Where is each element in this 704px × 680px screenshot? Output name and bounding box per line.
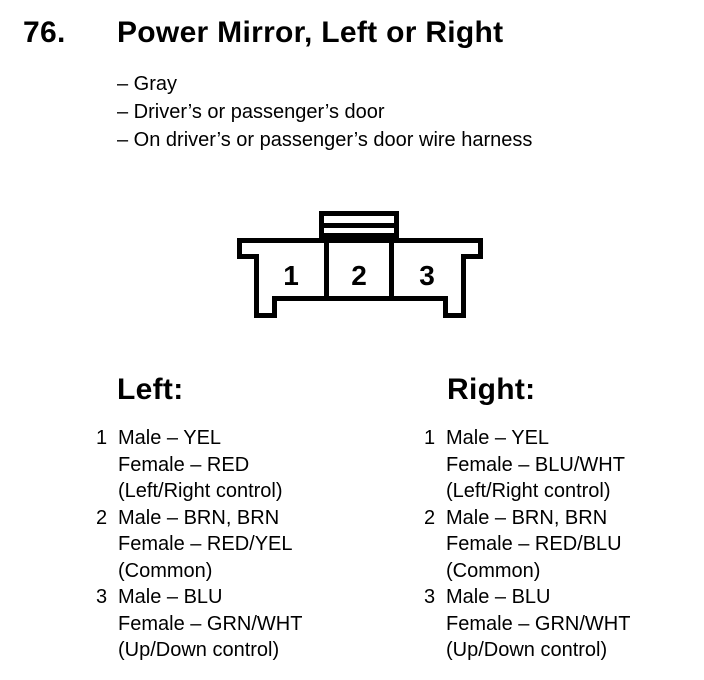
female-wire-color: Female – GRN/WHT <box>118 612 303 635</box>
pin-function: (Common) <box>446 559 541 582</box>
pin-function: (Left/Right control) <box>118 480 283 502</box>
male-wire-color: Male – YEL <box>118 427 222 449</box>
note-line: – On driver’s or passenger’s door wire h… <box>117 129 533 151</box>
pin-number: 2 <box>96 506 108 529</box>
female-wire-color: Female – RED/BLU <box>446 533 622 555</box>
pin-number: 1 <box>96 427 108 449</box>
connector-diagram: 1 2 3 <box>237 211 483 318</box>
section-number: 76. <box>23 16 66 49</box>
male-wire-color: Male – BRN, BRN <box>118 506 280 529</box>
note-line: – Driver’s or passenger’s door <box>117 101 385 123</box>
section-heading: 76. Power Mirror, Left or Right <box>23 15 503 51</box>
female-wire-color: Female – BLU/WHT <box>446 453 625 476</box>
pin-row: 1 Male – YEL Female – RED (Left/Right co… <box>96 425 302 505</box>
pin-function: (Up/Down control) <box>118 639 280 661</box>
pin-number: 3 <box>424 586 436 608</box>
pin-row: 3 Male – BLU Female – GRN/WHT (Up/Down c… <box>96 584 302 664</box>
page-title: Power Mirror, Left or Right <box>117 16 504 49</box>
male-wire-color: Male – BLU <box>446 586 551 608</box>
female-wire-color: Female – GRN/WHT <box>446 612 631 635</box>
male-wire-color: Male – BRN, BRN <box>446 506 608 529</box>
pin-function: (Up/Down control) <box>446 639 608 661</box>
pin-wire-info: Male – YEL Female – BLU/WHT (Left/Right … <box>446 425 625 505</box>
pin-row: 2 Male – BRN, BRN Female – RED/YEL (Comm… <box>96 505 302 585</box>
pin-wire-info: Male – YEL Female – RED (Left/Right cont… <box>118 425 283 505</box>
cavity-wall-right <box>389 243 394 301</box>
pin-number: 3 <box>96 586 108 608</box>
note-line: – Gray <box>117 73 178 95</box>
pin-2-label: 2 <box>351 260 367 291</box>
left-pinout-list: 1 Male – YEL Female – RED (Left/Right co… <box>96 425 302 664</box>
pin-function: (Left/Right control) <box>446 480 611 502</box>
pin-function: (Common) <box>118 559 213 582</box>
pin-3-label: 3 <box>419 260 435 291</box>
connector-body-outline <box>237 238 483 318</box>
cavity-wall-left <box>324 243 329 301</box>
pin-wire-info: Male – BLU Female – GRN/WHT (Up/Down con… <box>446 584 630 664</box>
pin-number: 1 <box>424 427 436 449</box>
connector-notes: – Gray – Driver’s or passenger’s door – … <box>117 70 532 154</box>
pin-row: 2 Male – BRN, BRN Female – RED/BLU (Comm… <box>424 505 630 585</box>
female-wire-color: Female – RED <box>118 453 250 476</box>
pin-row: 1 Male – YEL Female – BLU/WHT (Left/Righ… <box>424 425 630 505</box>
pin-1-label: 1 <box>283 260 299 291</box>
pin-wire-info: Male – BRN, BRN Female – RED/BLU (Common… <box>446 505 622 585</box>
right-pinout-list: 1 Male – YEL Female – BLU/WHT (Left/Righ… <box>424 425 630 664</box>
male-wire-color: Male – YEL <box>446 427 550 449</box>
right-column-heading: Right: <box>447 373 536 406</box>
left-column-heading: Left: <box>117 373 184 406</box>
connector-locking-tab <box>319 211 399 243</box>
pin-wire-info: Male – BRN, BRN Female – RED/YEL (Common… <box>118 505 293 585</box>
pin-wire-info: Male – BLU Female – GRN/WHT (Up/Down con… <box>118 584 302 664</box>
pin-row: 3 Male – BLU Female – GRN/WHT (Up/Down c… <box>424 584 630 664</box>
female-wire-color: Female – RED/YEL <box>118 533 293 555</box>
pin-number: 2 <box>424 506 436 529</box>
male-wire-color: Male – BLU <box>118 586 223 608</box>
